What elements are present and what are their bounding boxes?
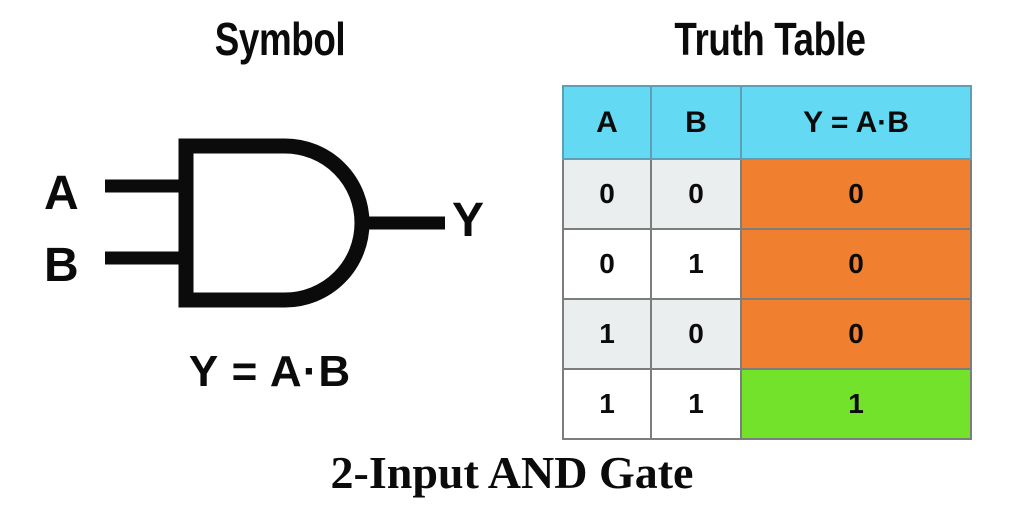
cell-y: 1 (740, 368, 972, 440)
table-row: 1 1 1 (562, 368, 972, 440)
cell-b: 1 (650, 368, 742, 440)
and-gate-body (178, 138, 370, 308)
table-row: 0 1 0 (562, 228, 972, 300)
column-header-a: A (562, 85, 652, 160)
column-header-y: Y = A·B (740, 85, 972, 160)
cell-y: 0 (740, 228, 972, 300)
output-label-y: Y (452, 194, 485, 247)
input-label-b: B (44, 239, 79, 292)
cell-a: 1 (562, 368, 652, 440)
cell-b: 0 (650, 158, 742, 230)
cell-b: 1 (650, 228, 742, 300)
cell-y: 0 (740, 298, 972, 370)
symbol-panel: A B Y Y = A·B (0, 80, 540, 420)
symbol-section-heading: Symbol (214, 13, 346, 65)
cell-a: 0 (562, 158, 652, 230)
table-header-row: A B Y = A·B (562, 85, 972, 160)
input-label-a: A (44, 167, 79, 220)
boolean-expression: Y = A·B (188, 347, 352, 396)
truth-table: A B Y = A·B 0 0 0 0 1 0 1 0 0 1 1 1 (562, 85, 972, 440)
table-row: 1 0 0 (562, 298, 972, 370)
column-header-b: B (650, 85, 742, 160)
cell-a: 0 (562, 228, 652, 300)
truth-table-section-heading: Truth Table (674, 13, 866, 65)
cell-a: 1 (562, 298, 652, 370)
cell-y: 0 (740, 158, 972, 230)
cell-b: 0 (650, 298, 742, 370)
table-row: 0 0 0 (562, 158, 972, 230)
and-gate-symbol-icon (105, 138, 445, 308)
figure-caption: 2-Input AND Gate (330, 447, 694, 498)
